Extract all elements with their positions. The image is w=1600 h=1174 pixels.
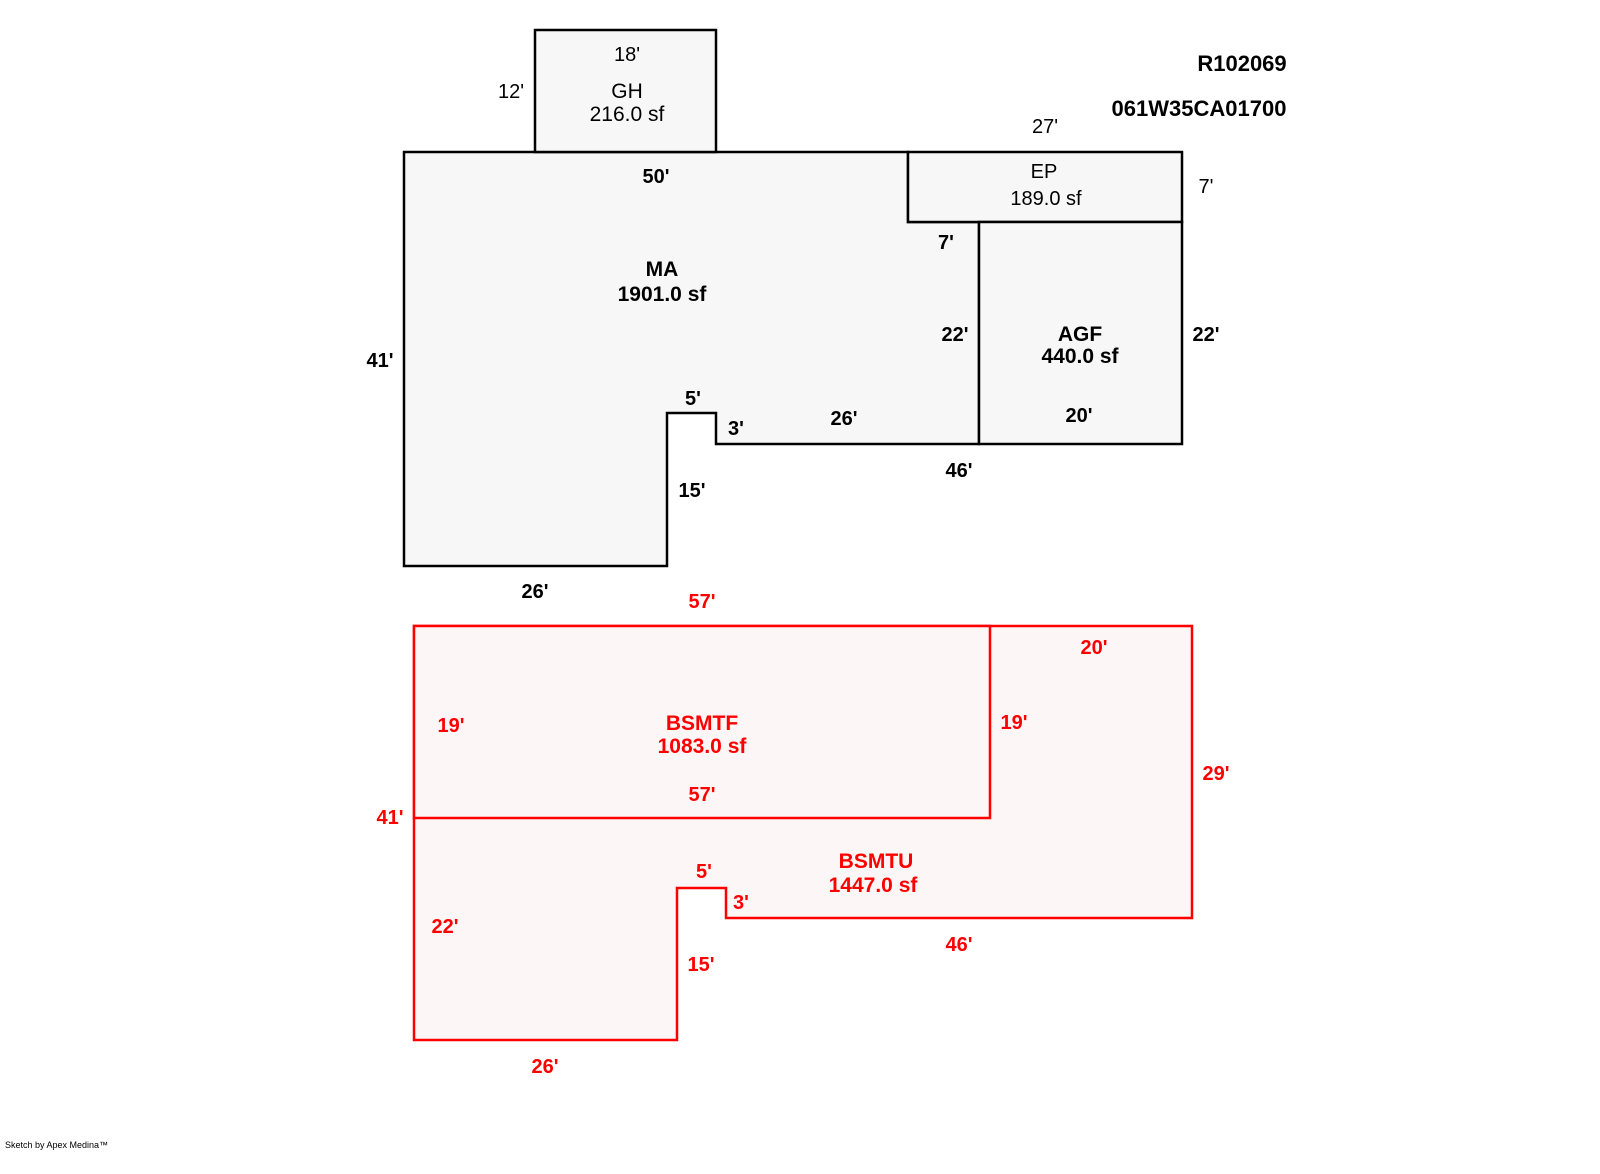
- sketch-credit: Sketch by Apex Medina™: [5, 1140, 108, 1150]
- gh-code: GH: [611, 80, 643, 103]
- bsmtu-dim-notch-step: 3': [733, 892, 749, 914]
- agf-area: 440.0 sf: [1041, 345, 1119, 368]
- ma-dim-notch-step: 3': [728, 418, 744, 440]
- ma-dim-notch-top: 5': [685, 388, 701, 410]
- agf-dim-right: 22': [1192, 324, 1219, 346]
- bsmtu-code: BSMTU: [839, 850, 914, 873]
- map-number: 061W35CA01700: [1112, 96, 1287, 121]
- agf-outline: [977, 220, 1184, 446]
- bsmtf-dim-right: 19': [1000, 712, 1027, 734]
- bsmtu-dim-left-total: 41': [376, 807, 403, 829]
- ep-area: 189.0 sf: [1010, 188, 1082, 210]
- bsmtu-dim-left-lower: 22': [431, 916, 458, 938]
- gh-dim-top: 18': [614, 44, 640, 66]
- upper-level: 18' 12' GH 216.0 sf 50' MA 1901.0 sf 41'…: [366, 28, 1220, 603]
- ma-code: MA: [646, 258, 679, 281]
- bsmtu-dim-bottom-right: 46': [945, 934, 972, 956]
- bsmtu-dim-bottom-left: 26': [531, 1056, 558, 1078]
- ep-code: EP: [1031, 161, 1058, 183]
- agf-dim-bottom: 20': [1065, 405, 1092, 427]
- ma-dim-bottom-right: 46': [945, 460, 972, 482]
- ma-outline: [402, 150, 981, 568]
- bsmtu-dim-notch-top: 5': [696, 861, 712, 883]
- ma-dim-right-top: 7': [938, 232, 954, 254]
- parcel-id: R102069: [1197, 51, 1286, 76]
- bsmtu-dim-top-right: 20': [1080, 637, 1107, 659]
- lower-level: 57' 19' BSMTF 1083.0 sf 19' 57' 20' 29' …: [376, 591, 1229, 1078]
- ma-dim-top: 50': [642, 166, 669, 188]
- ma-dim-bottom: 26': [521, 581, 548, 603]
- ma-dim-lower-edge: 26': [830, 408, 857, 430]
- ma-dim-notch-vertical: 15': [678, 480, 705, 502]
- bsmtf-dim-top: 57': [688, 591, 715, 613]
- ep-outline: [906, 150, 1184, 224]
- ma-dim-right-inner: 22': [941, 324, 968, 346]
- ep-dim-top: 27': [1032, 116, 1058, 138]
- bsmtu-area: 1447.0 sf: [829, 874, 919, 897]
- bsmtu-dim-notch-vertical: 15': [687, 954, 714, 976]
- bsmtf-dim-left: 19': [437, 715, 464, 737]
- bsmtf-dim-bottom: 57': [688, 784, 715, 806]
- ma-dim-left: 41': [366, 350, 393, 372]
- ep-dim-right: 7': [1199, 176, 1214, 198]
- gh-dim-left: 12': [498, 81, 524, 103]
- agf-code: AGF: [1058, 323, 1103, 346]
- bsmtu-dim-right: 29': [1202, 763, 1229, 785]
- ma-area: 1901.0 sf: [618, 283, 708, 306]
- bsmtf-code: BSMTF: [666, 712, 738, 735]
- gh-area: 216.0 sf: [590, 103, 665, 126]
- bsmtf-area: 1083.0 sf: [658, 735, 748, 758]
- gh-outline: [533, 28, 718, 154]
- bsmtf-outline: [412, 624, 992, 820]
